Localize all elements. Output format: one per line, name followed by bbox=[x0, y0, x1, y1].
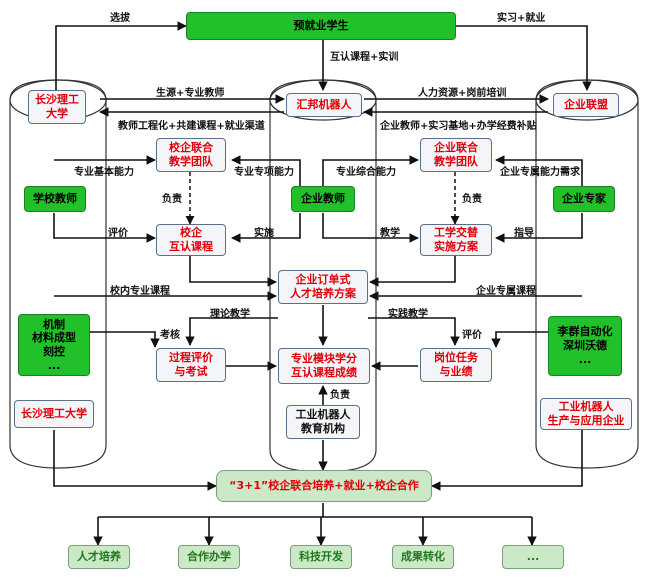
cs-university-bottom-box: 长沙理工大学 bbox=[14, 400, 94, 428]
enterprise-need-label: 企业专属能力需求 bbox=[500, 167, 580, 178]
enterprise-support-label: 企业教师+实习基地+办学经费补贴 bbox=[380, 121, 537, 132]
practice-label: 实践教学 bbox=[388, 309, 428, 320]
process-evaluation-box: 过程评价 与考试 bbox=[156, 348, 226, 382]
intern-label: 实习+就业 bbox=[497, 13, 546, 24]
evaluate2-label: 评价 bbox=[462, 330, 482, 341]
robot-education-box: 工业机器人 教育机构 bbox=[286, 405, 360, 439]
module-credit-box: 专业模块学分 互认课程成绩 bbox=[278, 348, 370, 384]
mutual-train-label: 互认课程+实训 bbox=[330, 52, 399, 63]
comprehensive-ability-label: 专业综合能力 bbox=[336, 167, 396, 178]
enterprise-team-box: 企业联合 教学团队 bbox=[420, 138, 492, 172]
output-tech-box: 科技开发 bbox=[290, 545, 352, 569]
companies-box: 李群自动化 深圳沃德 ... bbox=[548, 316, 622, 376]
school-course-label: 校内专业课程 bbox=[110, 286, 170, 297]
enterprise-teacher-box: 企业教师 bbox=[291, 186, 355, 212]
output-cooperation-box: 合作办学 bbox=[178, 545, 240, 569]
robot-enterprise-box: 工业机器人 生产与应用企业 bbox=[540, 398, 632, 430]
cs-university-top-box: 长沙理工 大学 bbox=[28, 90, 86, 124]
mutual-course-box: 校企 互认课程 bbox=[156, 224, 226, 256]
basic-ability-label: 专业基本能力 bbox=[74, 167, 134, 178]
evaluate-label: 评价 bbox=[108, 228, 128, 239]
implement-label: 实施 bbox=[254, 228, 274, 239]
output-talent-box: 人才培养 bbox=[68, 545, 130, 569]
engineering-label: 教师工程化+共建课程+就业渠道 bbox=[118, 121, 265, 132]
job-task-box: 岗位任务 与业绩 bbox=[420, 348, 492, 382]
responsible-label-1: 负责 bbox=[162, 194, 182, 205]
school-enterprise-team-box: 校企联合 教学团队 bbox=[156, 138, 226, 172]
work-study-plan-box: 工学交替 实施方案 bbox=[420, 224, 492, 256]
theory-label: 理论教学 bbox=[210, 309, 250, 320]
skill-ability-label: 专业专项能力 bbox=[234, 167, 294, 178]
students-teachers-label: 生源+专业教师 bbox=[156, 88, 225, 99]
output-more-box: ... bbox=[502, 545, 564, 569]
school-teacher-box: 学校教师 bbox=[24, 186, 86, 212]
teach-label: 教学 bbox=[380, 228, 400, 239]
exam-label: 考核 bbox=[160, 330, 180, 341]
pre-employment-students-box: 预就业学生 bbox=[186, 12, 456, 40]
majors-box: 机制 材料成型 刻控 ... bbox=[18, 314, 90, 376]
guide-label: 指导 bbox=[514, 228, 534, 239]
enterprise-expert-box: 企业专家 bbox=[553, 186, 615, 212]
order-training-plan-box: 企业订单式 人才培养方案 bbox=[278, 270, 368, 304]
select-label: 选拔 bbox=[110, 13, 130, 24]
enterprise-alliance-box: 企业联盟 bbox=[553, 93, 619, 117]
output-results-box: 成果转化 bbox=[392, 545, 454, 569]
responsible-label-3: 负责 bbox=[330, 390, 350, 401]
model-box: “3+1”校企联合培养+就业+校企合作 bbox=[216, 470, 432, 502]
enterprise-course-label: 企业专属课程 bbox=[476, 286, 536, 297]
hr-training-label: 人力资源+岗前培训 bbox=[418, 88, 507, 99]
huibang-robot-box: 汇邦机器人 bbox=[286, 93, 362, 117]
responsible-label-2: 负责 bbox=[462, 194, 482, 205]
